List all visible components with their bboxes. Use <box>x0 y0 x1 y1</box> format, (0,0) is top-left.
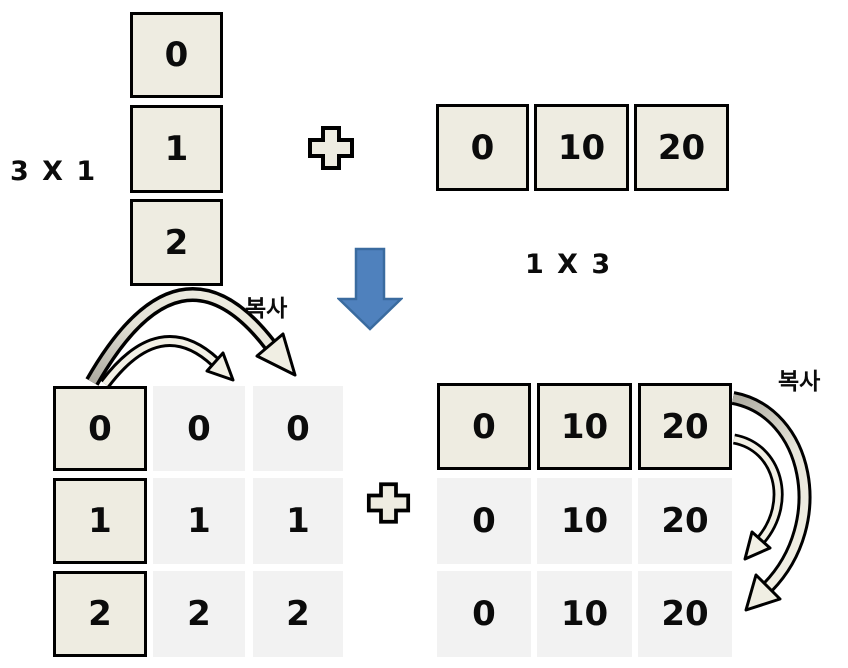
matrix-right-cell-r1c0: 0 <box>437 478 531 564</box>
matrix-right-cell-r1c2: 20 <box>638 478 732 564</box>
dim-label-1x3: 1 X 3 <box>525 249 613 280</box>
vector-3x1-cell-2: 2 <box>130 199 223 286</box>
matrix-left-cell-r1c1: 1 <box>153 478 245 564</box>
copy-label-left: 복사 <box>245 296 288 322</box>
matrix-right-cell-r0c2: 20 <box>638 383 732 470</box>
matrix-left-cell-r2c1: 2 <box>153 571 245 657</box>
matrix-left-cell-r0c0: 0 <box>53 386 147 471</box>
matrix-left-cell-r1c0: 1 <box>53 478 147 564</box>
matrix-left-cell-r0c1: 0 <box>153 386 245 471</box>
matrix-left-cell-r1c2: 1 <box>253 478 343 564</box>
copy-label-right: 복사 <box>778 369 821 395</box>
curved-copy-arrows-icon <box>731 391 812 612</box>
plus-icon <box>366 482 411 524</box>
matrix-right-cell-r0c1: 10 <box>537 383 632 470</box>
vector-3x1-cell-0: 0 <box>130 12 223 98</box>
matrix-right-cell-r2c0: 0 <box>437 571 531 657</box>
vector-3x1-cell-1: 1 <box>130 105 223 193</box>
dim-label-3x1: 3 X 1 <box>10 156 98 187</box>
matrix-left-cell-r2c0: 2 <box>53 571 147 657</box>
matrix-right-cell-r2c2: 20 <box>638 571 732 657</box>
down-arrow-icon <box>337 247 403 331</box>
vector-1x3-cell-2: 20 <box>634 104 729 191</box>
matrix-right-cell-r0c0: 0 <box>437 383 531 470</box>
matrix-left-cell-r0c2: 0 <box>253 386 343 471</box>
matrix-left-cell-r2c2: 2 <box>253 571 343 657</box>
matrix-right-cell-r1c1: 10 <box>537 478 632 564</box>
plus-icon <box>308 126 354 170</box>
curved-copy-arrows-icon <box>85 287 297 388</box>
vector-1x3-cell-0: 0 <box>436 104 529 191</box>
matrix-right-cell-r2c1: 10 <box>537 571 632 657</box>
vector-1x3-cell-1: 10 <box>534 104 629 191</box>
